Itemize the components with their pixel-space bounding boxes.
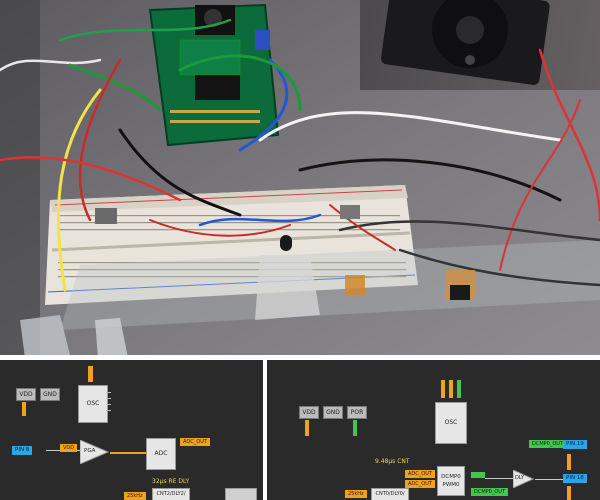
clk-tag-label: 25kHz: [127, 493, 143, 499]
por-label: POR: [350, 409, 364, 416]
photo-divider: [0, 355, 600, 360]
pin-stub: [106, 392, 111, 393]
osc-label: OSC: [86, 400, 100, 407]
adc-out-tag-2: ADC_OUT: [405, 480, 435, 488]
pin-stub: [106, 410, 111, 411]
vdd-stub: [22, 402, 26, 416]
osc-input-stub: [88, 366, 93, 382]
gnd-block[interactable]: GND: [323, 406, 343, 419]
clk-tag-label: 25kHz: [348, 491, 364, 497]
breadboard: [45, 185, 418, 305]
dcmp0-pwm0-block[interactable]: DCMP0 PWM0: [437, 466, 465, 496]
dcmp-out-stub: [471, 472, 485, 478]
pin-8-tag[interactable]: PIN 8: [12, 446, 33, 455]
pga-label: PGA: [84, 448, 96, 454]
gnd-block[interactable]: GND: [40, 388, 60, 401]
dcmp-label: DCMP0: [441, 474, 461, 480]
schematic-panel-left: VDD GND OSC PIN 8 VDD PGA ADC ADC_OUT 32…: [0, 360, 263, 500]
pin-19-label: PIN 19: [566, 441, 584, 447]
dly-label: DLY: [515, 475, 525, 481]
adc-block[interactable]: ADC: [146, 438, 176, 470]
gnd-label: GND: [43, 391, 57, 398]
wire: [485, 478, 515, 479]
pga-amplifier[interactable]: [80, 440, 110, 464]
osc-label: OSC: [444, 419, 458, 426]
schematic-panel-right: VDD GND POR OSC 9.48µs CNT ADC_OUT ADC_O…: [267, 360, 600, 500]
wire: [535, 479, 563, 480]
cnt0-label: CNT0/DLY0/: [375, 491, 405, 497]
photo-drawing: [0, 0, 600, 358]
osc-stub-1: [441, 380, 445, 398]
adc-out-tag: ADC_OUT: [180, 438, 210, 446]
adc-out-tag-1: ADC_OUT: [405, 470, 435, 478]
clk-tag: 25kHz: [124, 492, 146, 500]
pin-8-label: PIN 8: [15, 447, 30, 453]
pin-18-stub: [567, 486, 571, 500]
cnt0-dly0-block[interactable]: CNT0/DLY0/: [371, 488, 409, 500]
adc-out-label-2: ADC_OUT: [408, 481, 432, 487]
delay-label: 32µs RE DLY: [152, 478, 190, 485]
pcb-board: [148, 3, 280, 147]
panel-divider: [263, 360, 267, 500]
vdd-label: VDD: [19, 391, 33, 398]
por-block[interactable]: POR: [347, 406, 367, 419]
cnt2-dly2-block[interactable]: CNT2/DLY2/: [152, 488, 190, 500]
cnt-label: 9.48µs CNT: [375, 458, 410, 465]
wire: [110, 452, 146, 454]
osc-stub-2: [449, 380, 453, 398]
osc-block[interactable]: OSC: [78, 385, 108, 423]
osc-block[interactable]: OSC: [435, 402, 467, 444]
adc-out-label-1: ADC_OUT: [408, 471, 432, 477]
vdd-block[interactable]: VDD: [299, 406, 319, 419]
vdd-label: VDD: [302, 409, 316, 416]
vdd-stub: [305, 420, 309, 436]
dly-buffer[interactable]: [513, 470, 535, 488]
pin-19-tag[interactable]: PIN 19: [563, 440, 587, 449]
adc-out-label: ADC_OUT: [183, 439, 207, 445]
dcmp0-out-tag-bottom: DCMP0_OUT: [471, 488, 509, 496]
wires: [0, 18, 600, 292]
vdd-tag: VDD: [60, 444, 78, 452]
osc-stub-3: [457, 380, 461, 398]
por-stub: [353, 420, 357, 436]
clk-tag: 25kHz: [345, 490, 367, 498]
fan-icon: [380, 0, 550, 85]
adc-label: ADC: [154, 450, 168, 457]
dcmp0-out-label-bottom: DCMP0_OUT: [474, 489, 506, 495]
dcmp0-out-label-top: DCMP0_OUT: [532, 441, 564, 447]
pin-stub: [106, 398, 111, 399]
breadboard-photo: [0, 0, 600, 358]
pin-stub: [106, 404, 111, 405]
pwm-label: PWM0: [442, 482, 460, 488]
vdd-block[interactable]: VDD: [16, 388, 36, 401]
pin-19-stub: [567, 454, 571, 470]
pin-18-label: PIN 18: [566, 475, 584, 481]
cnt2-label: CNT2/DLY2/: [156, 491, 186, 497]
pin-18-tag[interactable]: PIN 18: [563, 474, 587, 483]
gnd-label: GND: [326, 409, 340, 416]
cnt-output-block[interactable]: [225, 488, 257, 500]
dcmp0-out-tag-top: DCMP0_OUT: [529, 440, 567, 448]
vdd-tag-label: VDD: [63, 445, 75, 451]
